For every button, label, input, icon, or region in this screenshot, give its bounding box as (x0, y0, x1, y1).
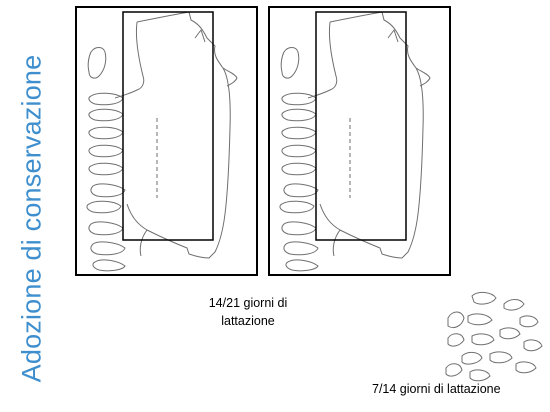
slide-title: Adozione di conservazione (4, 48, 60, 388)
piglet-group-drawing (438, 288, 550, 388)
slide-title-text: Adozione di conservazione (16, 54, 47, 382)
sow-panel-right (268, 6, 451, 276)
sow-nursing-piglets-drawing (279, 11, 431, 272)
sow-panel-left (75, 6, 258, 276)
caption-lactation-14-21: 14/21 giorni di lattazione (208, 296, 288, 328)
caption-lactation-7-14: 7/14 giorni di lattazione (372, 382, 501, 396)
sow-nursing-piglets-drawing (86, 11, 238, 272)
